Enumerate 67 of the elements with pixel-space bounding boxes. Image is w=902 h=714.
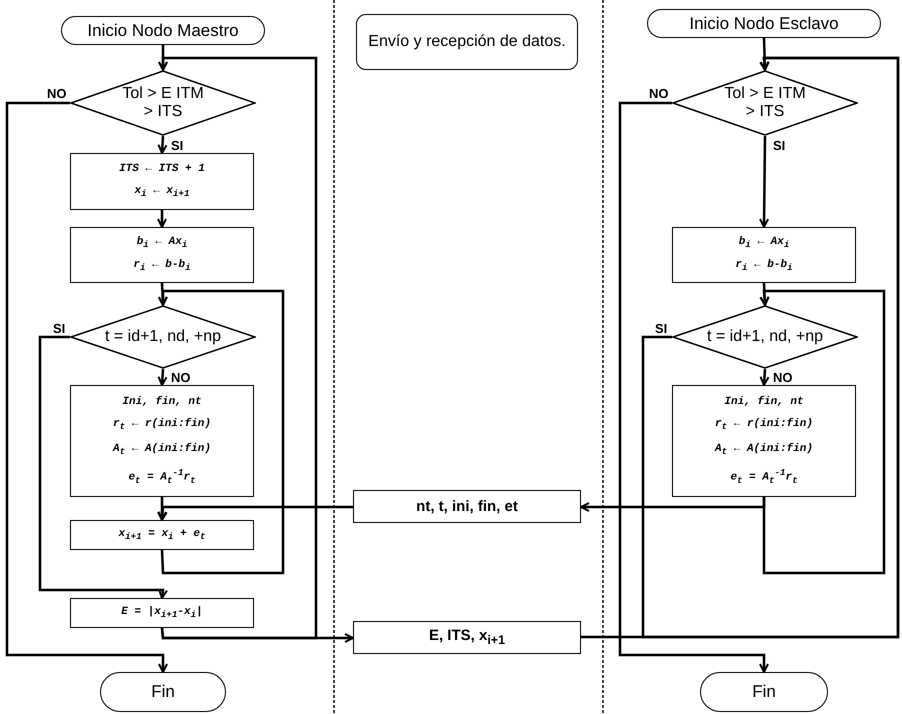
formula-text: ITS ← ITS + 1: [119, 163, 205, 176]
node-text: Tol > E ITM > ITS: [122, 84, 204, 122]
formula-text: Ini, fin, nt: [724, 396, 804, 409]
edge-label: NO: [772, 371, 794, 384]
terminator-shape: [100, 672, 226, 712]
node-text: Fin: [752, 682, 776, 702]
node-text: t = id+1, nd, +np: [706, 328, 824, 346]
formula-text: x$_{i}$ ← x$_{i+1}$: [134, 185, 190, 200]
edge-label: SI: [52, 322, 66, 335]
arrow: [157, 136, 168, 154]
arrow: [760, 368, 770, 386]
data-box: [353, 621, 581, 654]
formula-text: r$_{t}$ ← r(ini:fin): [715, 418, 813, 434]
arrow: [581, 56, 900, 638]
process-box: [70, 598, 254, 628]
process-box: [672, 385, 856, 497]
decision-diamond: [70, 70, 256, 136]
node-text: E, ITS, x$_{i+1}$: [428, 627, 506, 648]
decision-diamond: [672, 70, 858, 136]
process-box: [70, 153, 254, 210]
arrow: [157, 497, 167, 521]
node-text: t = id+1, nd, +np: [104, 328, 222, 346]
edge-label: SI: [772, 139, 786, 152]
decision-diamond: [70, 305, 256, 369]
arrow: [158, 368, 168, 386]
edge-label: NO: [648, 87, 670, 100]
formula-text: A$_{t}$ ← A(ini:fin): [113, 443, 211, 458]
note-box: [356, 14, 578, 70]
formula-text: r$_{i}$ ← b-b$_{i}$: [133, 259, 191, 274]
node-text: nt, t, ini, fin, et: [416, 498, 518, 516]
edge-label: NO: [46, 87, 68, 100]
terminator-shape: [647, 9, 881, 38]
process-box: [70, 520, 254, 550]
formula-text: E = |x$_{i+1}$-x$_{i}$|: [121, 606, 203, 620]
edge-label: SI: [654, 322, 668, 335]
formula-text: x$_{i+1}$ = x$_{i}$ + e$_{t}$: [118, 528, 206, 542]
data-box: [353, 490, 581, 523]
arrow: [6, 102, 168, 673]
formula-text: r$_{t}$ ← r(ini:fin): [113, 418, 211, 434]
formula-text: r$_{i}$ ← b-b$_{i}$: [735, 259, 793, 274]
arrow: [158, 56, 318, 640]
decision-diamond: [672, 305, 858, 369]
arrow: [618, 102, 769, 673]
terminator-shape: [61, 16, 265, 45]
edge-label: NO: [170, 371, 192, 384]
process-box: [70, 227, 254, 283]
arrow: [158, 290, 284, 574]
formula-text: b$_{i}$ ← Ax$_{i}$: [136, 236, 188, 251]
formula-text: A$_{t}$ ← A(ini:fin): [715, 443, 813, 458]
arrow: [157, 210, 167, 228]
process-box: [672, 227, 856, 283]
formula-text: e$_{t}$ = A$_{t}$$^{-1}$r$_{t}$: [730, 468, 798, 486]
node-text: Tol > E ITM > ITS: [724, 84, 806, 122]
process-box: [70, 385, 254, 497]
formula-text: e$_{t}$ = A$_{t}$$^{-1}$r$_{t}$: [128, 468, 196, 486]
formula-text: b$_{i}$ ← Ax$_{i}$: [738, 236, 790, 251]
arrow: [158, 506, 353, 521]
arrow: [38, 336, 168, 599]
node-text: Fin: [151, 682, 175, 702]
arrow: [759, 136, 770, 228]
terminator-shape: [700, 672, 828, 712]
node-text: Inicio Nodo Esclavo: [689, 14, 839, 34]
node-text: Envío y recepción de datos.: [368, 32, 566, 52]
arrow: [160, 628, 354, 643]
node-text: Inicio Nodo Maestro: [87, 20, 239, 40]
formula-text: Ini, fin, nt: [122, 396, 202, 409]
edge-label: SI: [170, 139, 184, 152]
